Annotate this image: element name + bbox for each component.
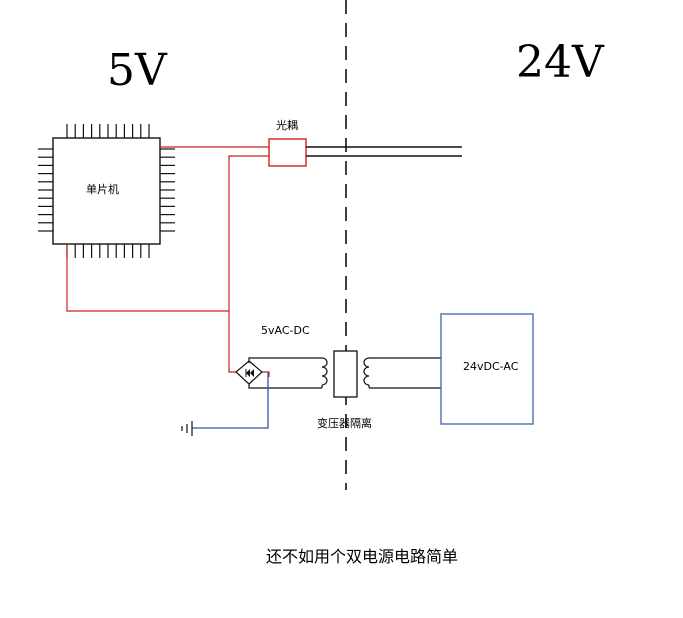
dc-ac-label: 24vDC-AC [463, 360, 519, 373]
transformer-to-dcac-wires [369, 357, 441, 389]
mcu-label: 单片机 [86, 182, 119, 196]
caption: 还不如用个双电源电路简单 [266, 547, 458, 566]
optocoupler-output-wires [306, 146, 462, 157]
bridge-rectifier [235, 360, 263, 385]
transformer-primary-coil [321, 357, 328, 388]
dc-ac-box [440, 313, 534, 425]
optocoupler-box [268, 138, 307, 167]
transformer-label: 变压器隔离 [317, 416, 372, 430]
optocoupler-label: 光耦 [276, 118, 298, 132]
right-voltage-label: 24V [516, 37, 605, 88]
mcu-chip [38, 124, 175, 258]
ground-icon [181, 421, 193, 436]
transformer-core [333, 350, 358, 398]
ground-wire [192, 372, 269, 429]
rectifier-to-transformer-wires [248, 357, 322, 389]
ac-dc-label: 5vAC-DC [261, 324, 310, 337]
transformer-secondary-coil [363, 357, 370, 388]
left-voltage-label: 5V [107, 45, 168, 96]
